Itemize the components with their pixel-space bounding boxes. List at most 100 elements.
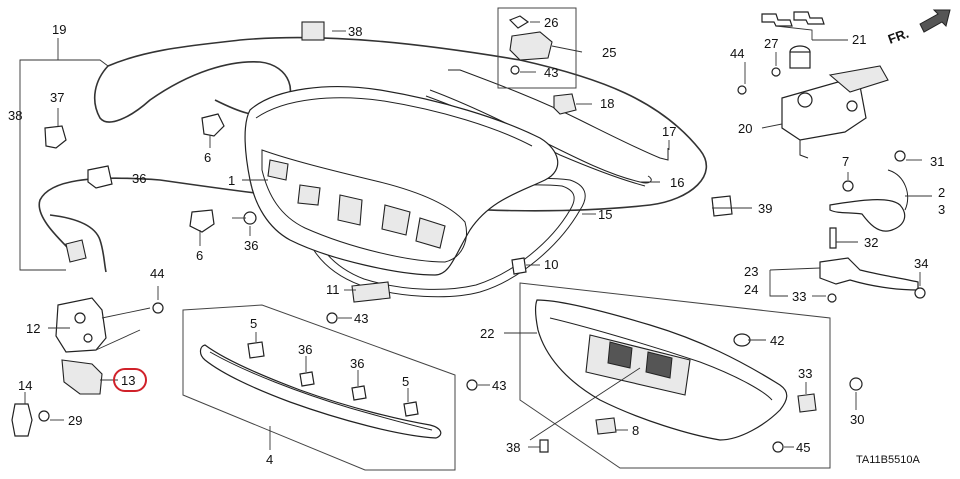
- box-25-group: [497, 7, 577, 89]
- pad-9: [595, 417, 617, 435]
- callout-9: 8: [632, 423, 639, 438]
- clip-7: [201, 113, 225, 137]
- trunk-lid-cutout-4: [415, 217, 446, 249]
- callouts: 19 38 26 25 43 18 21 27 44 20 17 16 39 7…: [8, 15, 945, 467]
- fastener-36-b: [351, 385, 367, 401]
- front-arrow-icon: [919, 9, 951, 33]
- callout-27: 29: [68, 413, 82, 428]
- clip-11: [351, 281, 391, 303]
- garnish-light-right: [645, 351, 673, 379]
- clip-10: [511, 257, 527, 275]
- callout-37: 37: [50, 90, 64, 105]
- callout-39: 38: [506, 440, 520, 455]
- lower-latch-12-bolt-2: [83, 333, 93, 343]
- trunk-lid-cutout-3: [381, 204, 411, 236]
- callout-35: 36: [132, 171, 146, 186]
- callout-40: 39: [758, 201, 772, 216]
- callout-23: 23: [744, 264, 758, 279]
- callout-33-left: 33: [792, 289, 806, 304]
- callout-5-b: 5: [402, 374, 409, 389]
- spoiler-edge: [209, 351, 433, 431]
- garnish-light-left: [607, 341, 633, 369]
- callout-1: 1: [228, 173, 235, 188]
- nut-5-a: [247, 341, 265, 359]
- trunk-rod-16: [429, 89, 652, 184]
- key-1: [761, 13, 793, 27]
- cable-end-37: [44, 125, 67, 149]
- bolt-33-right: [914, 287, 926, 299]
- leader-lines: [19, 21, 932, 450]
- callout-10: 10: [544, 257, 558, 272]
- callout-11: 11: [326, 282, 340, 297]
- callout-32: 33: [798, 366, 812, 381]
- bolt-27: [38, 410, 50, 422]
- key-cylinder-body: [789, 51, 811, 69]
- nut-8: [842, 180, 854, 192]
- callout-18: 18: [600, 96, 614, 111]
- callout-14: 14: [18, 378, 32, 393]
- cable-clip-left: [65, 239, 87, 263]
- callout-28: 27: [764, 36, 778, 51]
- callout-31: 32: [864, 235, 878, 250]
- callout-4: 4: [266, 452, 273, 467]
- trunk-lid-edge: [255, 97, 533, 147]
- bracket-25: [509, 31, 553, 61]
- hinge-arm: [887, 169, 909, 211]
- bolt-44-left: [152, 302, 164, 314]
- highlight-ring: [113, 368, 147, 392]
- garnish-group-box: [519, 282, 831, 469]
- trunk-lid: [244, 86, 559, 276]
- callout-13: 13: [121, 373, 135, 388]
- callout-12: 12: [26, 321, 40, 336]
- bolt-31: [829, 227, 837, 249]
- clip-35: [87, 165, 113, 189]
- latch-bolt: [846, 100, 858, 112]
- latch-rod: [799, 140, 809, 159]
- callout-30: 31: [930, 154, 944, 169]
- callout-22: 22: [480, 326, 494, 341]
- trunk-lid-inner-frame: [261, 149, 467, 263]
- bolt-44-right: [737, 85, 747, 95]
- lower-latch-12: [55, 297, 107, 353]
- nut-29: [849, 377, 863, 391]
- callout-38: 38: [8, 108, 22, 123]
- nut-45: [772, 441, 784, 453]
- callout-44-left: 44: [150, 266, 164, 281]
- clip-32: [797, 393, 817, 413]
- callout-44-top: 43: [544, 65, 558, 80]
- bolt-28: [771, 67, 781, 77]
- trunk-lid-cutout-5: [267, 159, 289, 181]
- callout-26: 26: [544, 15, 558, 30]
- hinge-bracket: [819, 257, 919, 291]
- key-2: [793, 11, 825, 25]
- striker-14: [11, 403, 33, 437]
- trunk-rod-17: [448, 69, 669, 161]
- callout-36-b: 36: [350, 356, 364, 371]
- latch-upper: [828, 65, 889, 93]
- lower-latch-12-bolt: [74, 312, 86, 324]
- bolt-30: [894, 150, 906, 162]
- callout-20: 20: [738, 121, 752, 136]
- callout-5-a: 5: [250, 316, 257, 331]
- callout-24: 24: [744, 282, 758, 297]
- callout-41: 42: [770, 333, 784, 348]
- fastener-36-a: [299, 371, 315, 387]
- callout-21: 21: [852, 32, 866, 47]
- callout-15: 15: [598, 207, 612, 222]
- callout-7: 6: [204, 150, 211, 165]
- spoiler: [199, 344, 442, 439]
- callout-36-a: 36: [298, 342, 312, 357]
- clip-18: [553, 93, 577, 115]
- callout-16: 16: [670, 175, 684, 190]
- callout-43-a: 43: [354, 311, 368, 326]
- callout-25: 25: [602, 45, 616, 60]
- callout-2: 2: [938, 185, 945, 200]
- nut-5-b: [403, 401, 419, 417]
- diagram-code: TA11B5510A: [856, 454, 920, 466]
- bolt-33-left: [827, 293, 837, 303]
- callout-3: 3: [938, 202, 945, 217]
- garnish-inner-line: [549, 317, 773, 401]
- trunk-lid-cutout-2: [337, 194, 363, 226]
- callout-43-b: 43: [492, 378, 506, 393]
